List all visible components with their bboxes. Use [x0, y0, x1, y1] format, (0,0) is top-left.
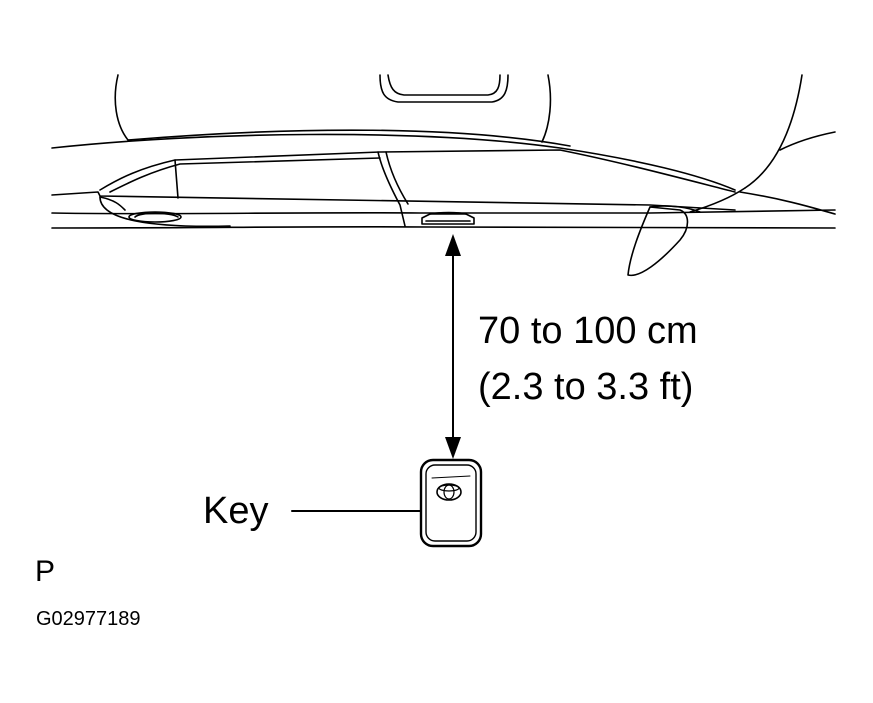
vehicle-outline: [51, 74, 836, 277]
distance-arrow-icon: [445, 234, 461, 459]
figure-code: G02977189: [36, 608, 141, 630]
toyota-emblem-icon: [436, 483, 462, 501]
distance-imperial-label: (2.3 to 3.3 ft): [478, 366, 694, 408]
key-fob: [419, 458, 483, 548]
distance-metric-label: 70 to 100 cm: [478, 310, 698, 352]
view-letter: P: [35, 555, 56, 588]
key-label: Key: [203, 490, 269, 532]
